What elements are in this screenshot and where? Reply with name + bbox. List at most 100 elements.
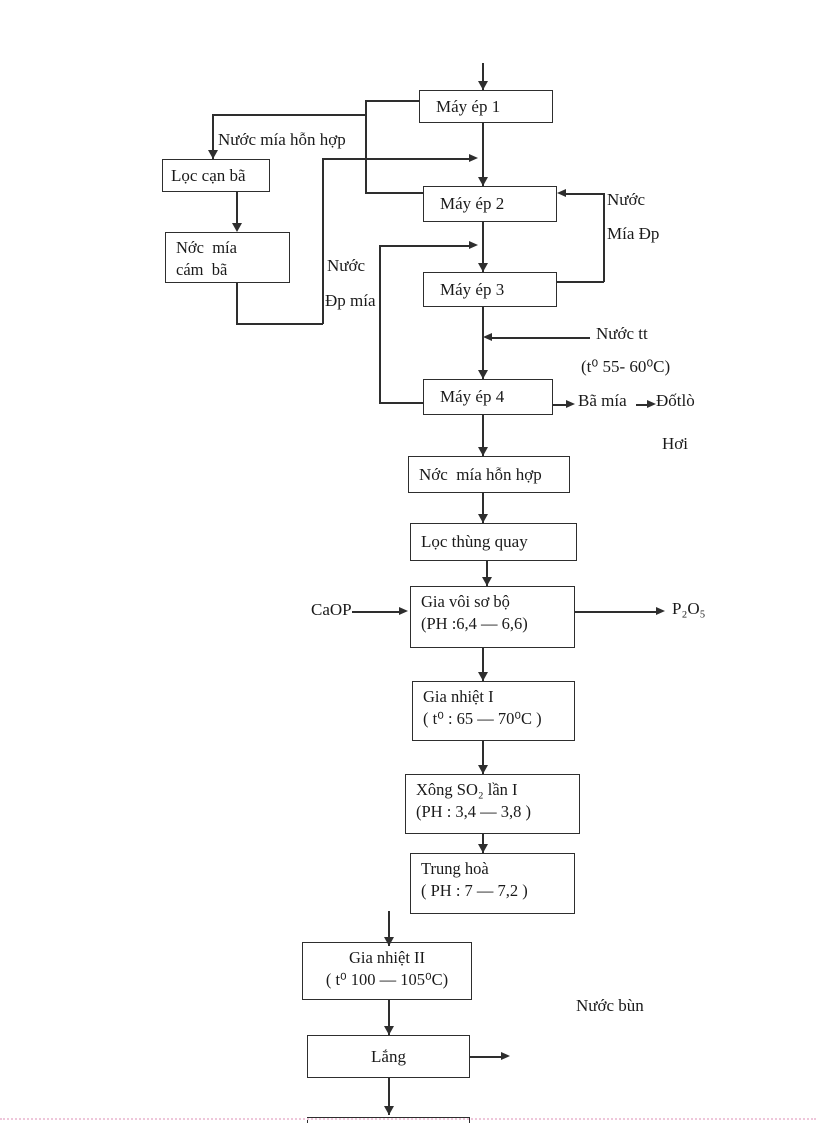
line-nuoc-tt-in: [492, 337, 590, 339]
line-right-recycle-top: [565, 193, 604, 195]
line-caop-in: [352, 611, 400, 613]
line-may-ep-2-to-3: [482, 222, 484, 272]
box-may-ep-3: Máy ép 3: [423, 272, 557, 307]
arrowhead-into-may-ep-2-right: [557, 189, 566, 197]
line-loc-thung-quay-to-gia-voi: [486, 561, 488, 586]
box-xong-so2-lan-1-line1: Xông SO₂ lần I: [416, 780, 518, 799]
line-may-ep-1-to-2: [482, 123, 484, 186]
page-edge-dotted-line: [0, 1118, 816, 1120]
box-gia-nhiet-1-line2: ( t⁰ : 65 — 70⁰C ): [423, 708, 542, 728]
box-gia-nhiet-1-line1: Gia nhiệt I: [423, 687, 494, 706]
line-gia-nhiet-1-to-xong-so2: [482, 741, 484, 774]
arrowhead-into-lang: [384, 1026, 394, 1035]
label-nuoc-tt-temp: (t⁰ 55- 60⁰C): [581, 357, 671, 376]
line-cam-ba-riser: [322, 158, 324, 324]
arrowhead-cam-ba-into-spine: [469, 154, 478, 162]
arrowhead-nuoc-tt: [483, 333, 492, 341]
arrowhead-into-loc-thung-quay: [478, 514, 488, 523]
box-noc-mia-cam-ba-line1: Nớc mía: [176, 238, 237, 257]
line-xong-so2-to-trung-hoa: [482, 834, 484, 853]
arrowhead-into-trung-hoa: [478, 844, 488, 853]
arrowhead-into-gia-nhiet-1: [478, 672, 488, 681]
box-trung-hoa: Trung hoà ( PH : 7 — 7,2 ): [410, 853, 575, 914]
line-ba-mia-out: [553, 404, 567, 406]
label-dot-lo: Đốtlò: [656, 391, 695, 410]
box-trung-hoa-line1: Trung hoà: [421, 859, 489, 878]
arrowhead-into-may-ep-3: [478, 263, 488, 272]
box-noc-mia-hon-hop: Nớc mía hỗn hợp: [408, 456, 570, 493]
line-may-ep-4-return: [379, 245, 470, 247]
label-ba-mia: Bã mía: [578, 391, 627, 410]
box-may-ep-2: Máy ép 2: [423, 186, 557, 222]
box-xong-so2-lan-1-line2: (PH : 3,4 — 3,8 ): [416, 801, 532, 821]
line-branch-to-loc-can-ba: [212, 114, 365, 116]
box-lang: Lắng: [307, 1035, 470, 1078]
line-into-may-ep-2-left: [365, 192, 423, 194]
line-lang-out: [470, 1056, 502, 1058]
line-may-ep-4-riser: [379, 245, 381, 403]
line-gia-voi-to-gia-nhiet-1: [482, 648, 484, 681]
line-right-recycle-bottom: [557, 281, 604, 283]
label-hoi: Hơi: [662, 434, 688, 453]
box-gia-nhiet-2-line1: Gia nhiệt II: [348, 948, 426, 967]
box-gia-voi-so-bo: Gia vôi sơ bộ (PH :6,4 — 6,6): [410, 586, 575, 648]
box-gia-nhiet-2-line2: ( t⁰ 100 — 105⁰C): [325, 969, 449, 989]
arrowhead-caop: [399, 607, 408, 615]
label-nuoc-right: Nước: [607, 190, 646, 209]
label-nuoc-left: Nước: [327, 256, 366, 275]
arrowhead-p2o5: [656, 607, 665, 615]
arrowhead-into-cam-ba: [232, 223, 242, 232]
line-entry: [482, 63, 484, 90]
arrowhead-into-gia-voi: [482, 577, 492, 586]
arrowhead-into-may-ep-1: [478, 81, 488, 90]
arrowhead-into-may-ep-4: [478, 370, 488, 379]
arrowhead-into-xong-so2: [478, 765, 488, 774]
box-loc-thung-quay: Lọc thùng quay: [410, 523, 577, 561]
line-gia-nhiet-2-to-lang: [388, 1000, 390, 1035]
line-lang-to-bottom-box: [388, 1078, 390, 1115]
line-cam-ba-bottom: [236, 323, 323, 325]
label-nuoc-bun: Nước bùn: [576, 996, 644, 1015]
line-right-recycle-riser: [603, 193, 605, 282]
label-dp-mia-left: Đp mía: [325, 291, 376, 310]
box-may-ep-1: Máy ép 1: [419, 90, 553, 123]
arrowhead-into-loc-can-ba: [208, 150, 218, 159]
arrowhead-into-may-ep-2: [478, 177, 488, 186]
arrowhead-into-bottom-box: [384, 1106, 394, 1115]
line-drop-to-loc-can-ba: [212, 114, 214, 159]
arrowhead-recycle-into-spine: [469, 241, 478, 249]
arrowhead-ba-mia: [566, 400, 575, 408]
label-p2o5: P₂O₅: [672, 599, 706, 618]
label-nuoc-mia-hon-hop: Nước mía hỗn hợp: [218, 130, 346, 149]
line-into-may-ep-4-left: [379, 402, 423, 404]
box-loc-can-ba: Lọc cạn bã: [162, 159, 270, 192]
arrowhead-into-gia-nhiet-2: [384, 937, 394, 946]
line-trung-hoa-to-gia-nhiet-2: [388, 911, 390, 946]
box-may-ep-4: Máy ép 4: [423, 379, 553, 415]
label-mia-dp-right: Mía Đp: [607, 224, 660, 243]
box-bottom-partial: [307, 1117, 470, 1123]
arrowhead-into-noc-mia-hon-hop: [478, 447, 488, 456]
box-gia-voi-so-bo-line2: (PH :6,4 — 6,6): [421, 613, 528, 633]
label-nuoc-tt: Nước tt: [596, 324, 648, 343]
box-gia-voi-so-bo-line1: Gia vôi sơ bộ: [421, 592, 510, 611]
line-loc-can-ba-to-cam-ba: [236, 192, 238, 224]
box-xong-so2-lan-1: Xông SO₂ lần I (PH : 3,4 — 3,8 ): [405, 774, 580, 834]
box-trung-hoa-line2: ( PH : 7 — 7,2 ): [421, 880, 528, 900]
arrowhead-dot-lo: [647, 400, 656, 408]
line-may-ep-4-to-hon-hop: [482, 415, 484, 456]
box-gia-nhiet-2: Gia nhiệt II ( t⁰ 100 — 105⁰C): [302, 942, 472, 1000]
line-may-ep-1-left-out: [365, 100, 419, 102]
arrowhead-lang-out: [501, 1052, 510, 1060]
line-p2o5-out: [575, 611, 657, 613]
box-gia-nhiet-1: Gia nhiệt I ( t⁰ : 65 — 70⁰C ): [412, 681, 575, 741]
line-may-ep-3-to-4: [482, 307, 484, 379]
line-left-drop-to-may-ep-2: [365, 100, 367, 192]
label-caop: CaOP: [311, 600, 352, 619]
line-cam-ba-return: [322, 158, 470, 160]
box-noc-mia-cam-ba: Nớc mía cám bã: [165, 232, 290, 283]
box-noc-mia-cam-ba-line2: cám bã: [176, 259, 228, 279]
line-dot-lo-link: [636, 404, 648, 406]
line-hon-hop-to-loc-thung-quay: [482, 493, 484, 523]
